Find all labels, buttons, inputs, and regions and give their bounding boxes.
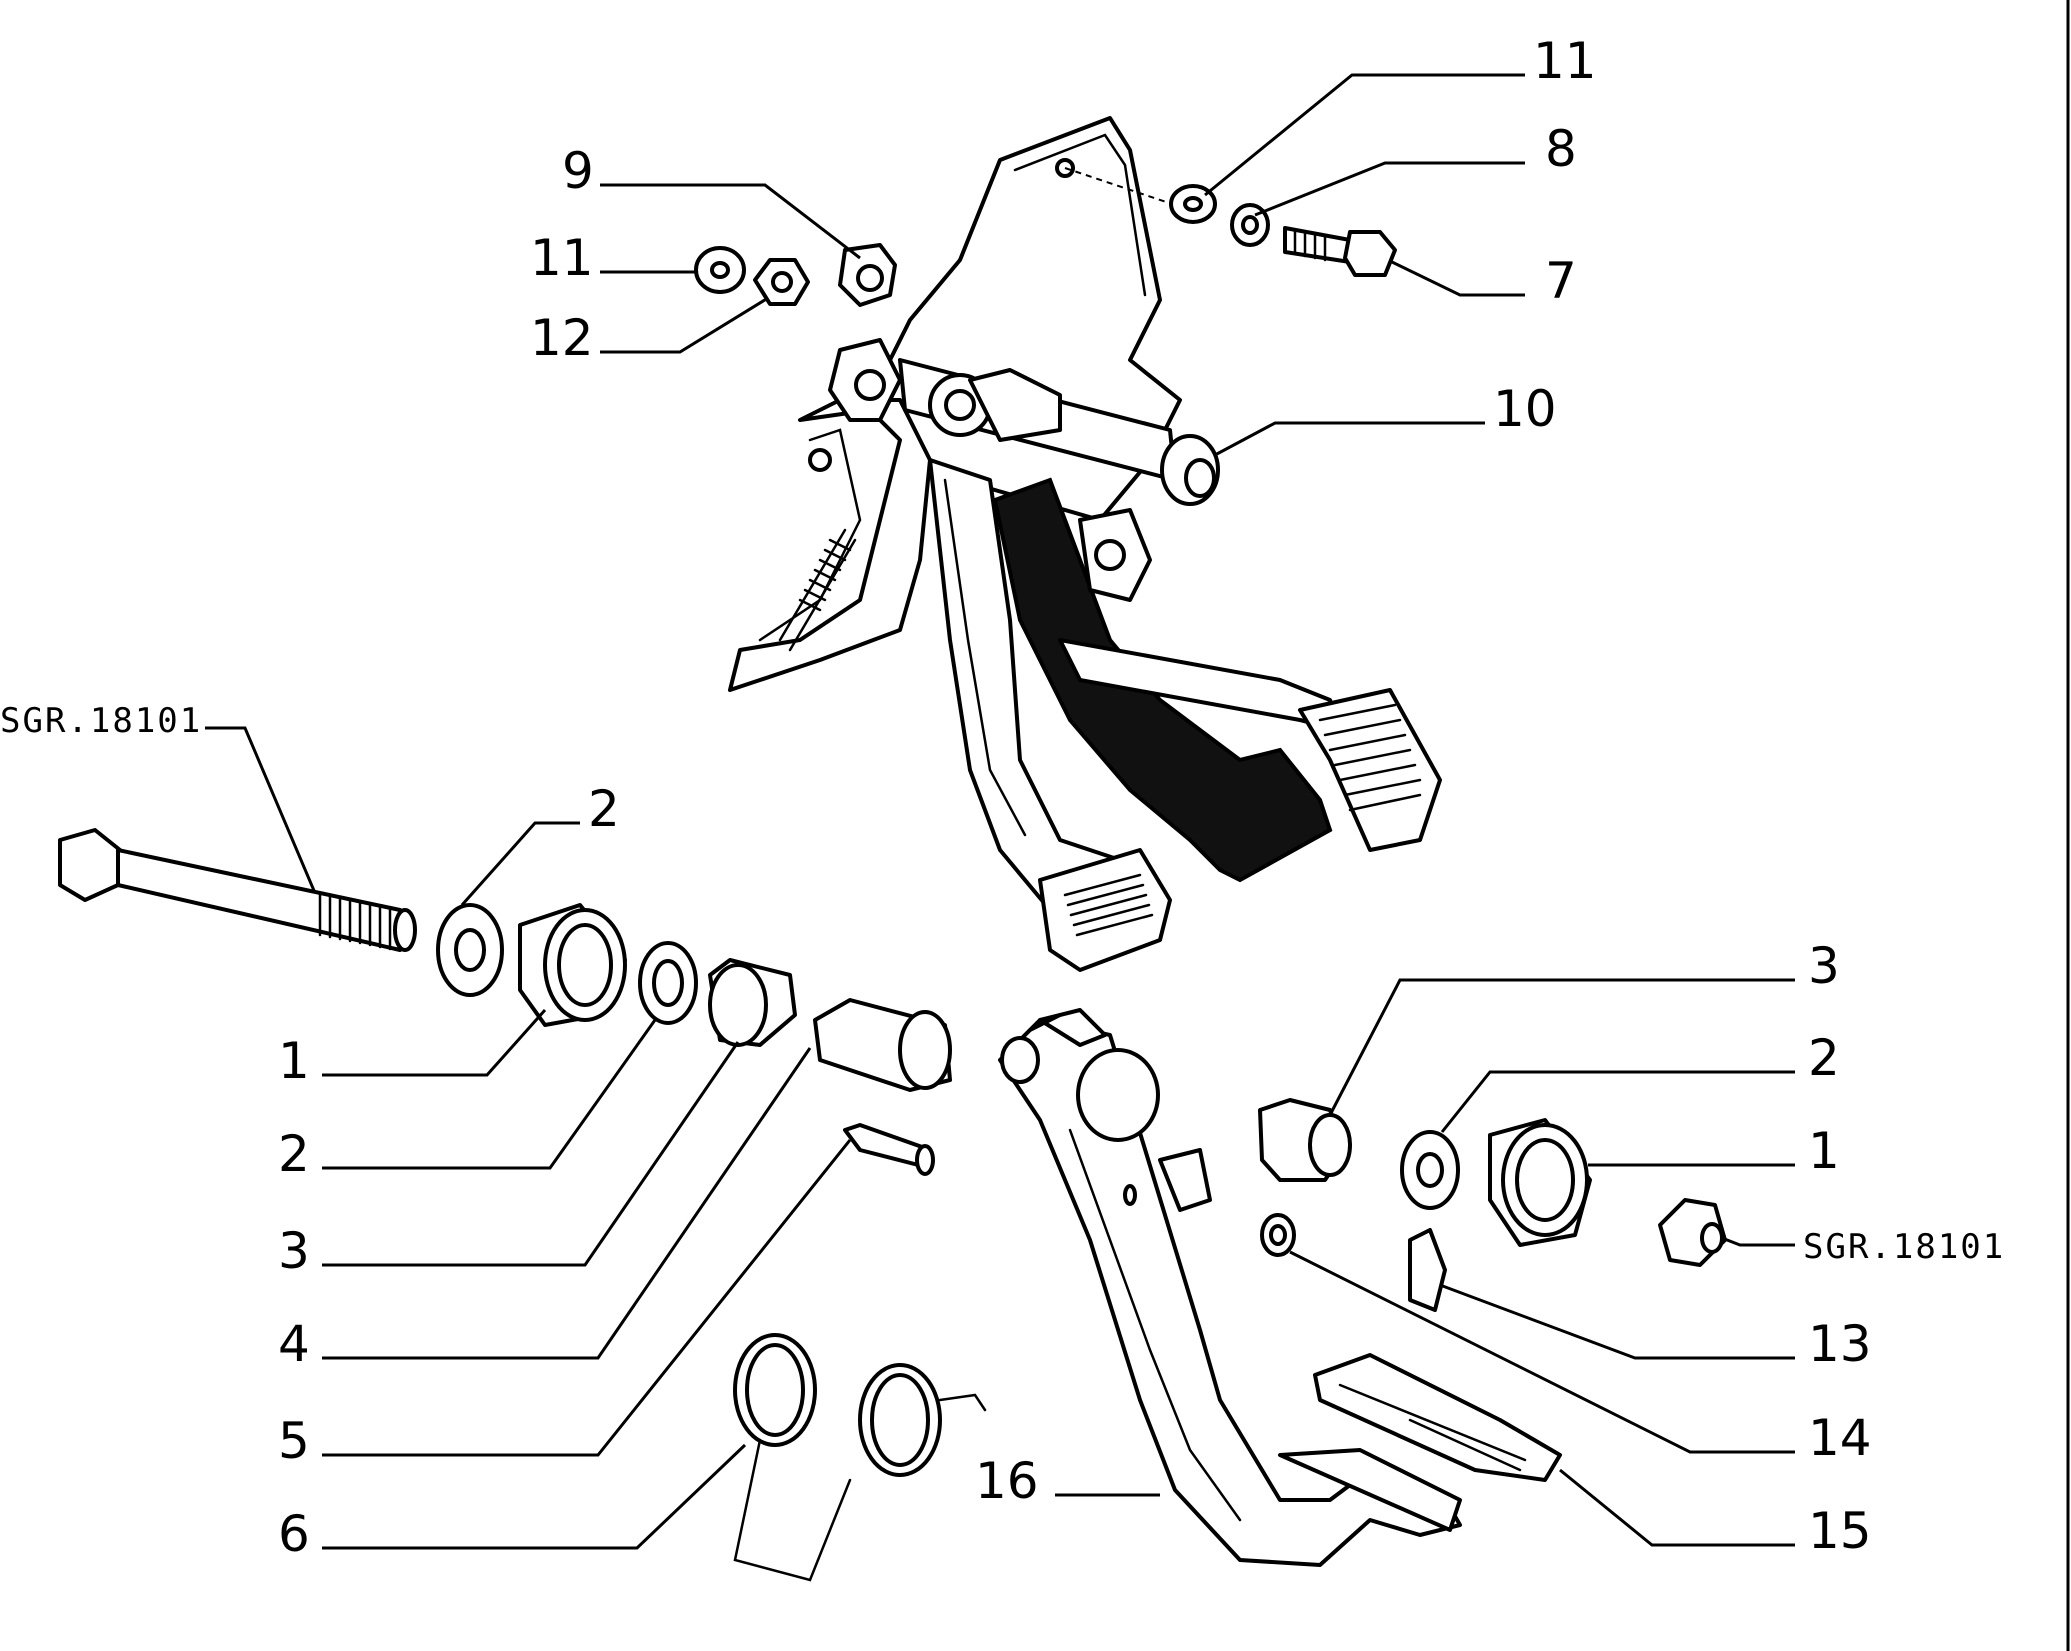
callout-7: 7 bbox=[1545, 252, 1577, 310]
top-small-parts bbox=[694, 167, 1397, 307]
tube-4 bbox=[813, 998, 952, 1092]
clip-9 bbox=[838, 243, 897, 307]
callout-10: 10 bbox=[1493, 380, 1557, 438]
pedal-pad-15 bbox=[1313, 1353, 1562, 1482]
callout-8: 8 bbox=[1545, 120, 1577, 178]
callout-3-left: 3 bbox=[278, 1222, 310, 1280]
bushing-1-right bbox=[1488, 1118, 1592, 1247]
callout-12: 12 bbox=[530, 309, 594, 367]
callout-sgr-right: SGR.18101 bbox=[1803, 1227, 2005, 1267]
callout-9: 9 bbox=[562, 142, 594, 200]
pedal-bracket-assembly bbox=[728, 116, 1442, 972]
callout-4: 4 bbox=[278, 1315, 310, 1373]
callout-13: 13 bbox=[1808, 1315, 1872, 1373]
callout-3-right: 3 bbox=[1808, 937, 1840, 995]
callout-2-right: 2 bbox=[1808, 1029, 1840, 1087]
callout-2-left: 2 bbox=[278, 1125, 310, 1183]
callout-2-top: 2 bbox=[588, 780, 620, 838]
right-small-parts bbox=[1258, 1098, 1727, 1482]
callout-14: 14 bbox=[1808, 1409, 1872, 1467]
callout-sgr-left: SGR.18101 bbox=[0, 701, 202, 741]
left-shaft-parts bbox=[58, 828, 987, 1582]
bush-3-left bbox=[708, 958, 797, 1047]
spring-6 bbox=[733, 1333, 987, 1582]
callout-6: 6 bbox=[278, 1505, 310, 1563]
callout-11-top: 11 bbox=[1533, 32, 1597, 90]
callout-1-right: 1 bbox=[1808, 1122, 1840, 1180]
long-bolt bbox=[58, 828, 417, 952]
callout-labels: 11 8 7 9 11 12 10 SGR.18101 2 1 2 3 4 5 … bbox=[0, 32, 2005, 1563]
pedal-16 bbox=[998, 1008, 1462, 1567]
bolt-7 bbox=[1283, 226, 1397, 277]
callout-5: 5 bbox=[278, 1412, 310, 1470]
bush-3-right bbox=[1258, 1098, 1352, 1182]
leader-lines bbox=[205, 73, 1795, 1550]
pin-5 bbox=[843, 1123, 935, 1176]
bushing-1-left bbox=[518, 903, 627, 1027]
callout-11-left: 11 bbox=[530, 229, 594, 287]
callout-16: 16 bbox=[975, 1452, 1039, 1510]
callout-15: 15 bbox=[1808, 1502, 1872, 1560]
callout-1-left: 1 bbox=[278, 1032, 310, 1090]
clip-13 bbox=[1408, 1228, 1447, 1312]
